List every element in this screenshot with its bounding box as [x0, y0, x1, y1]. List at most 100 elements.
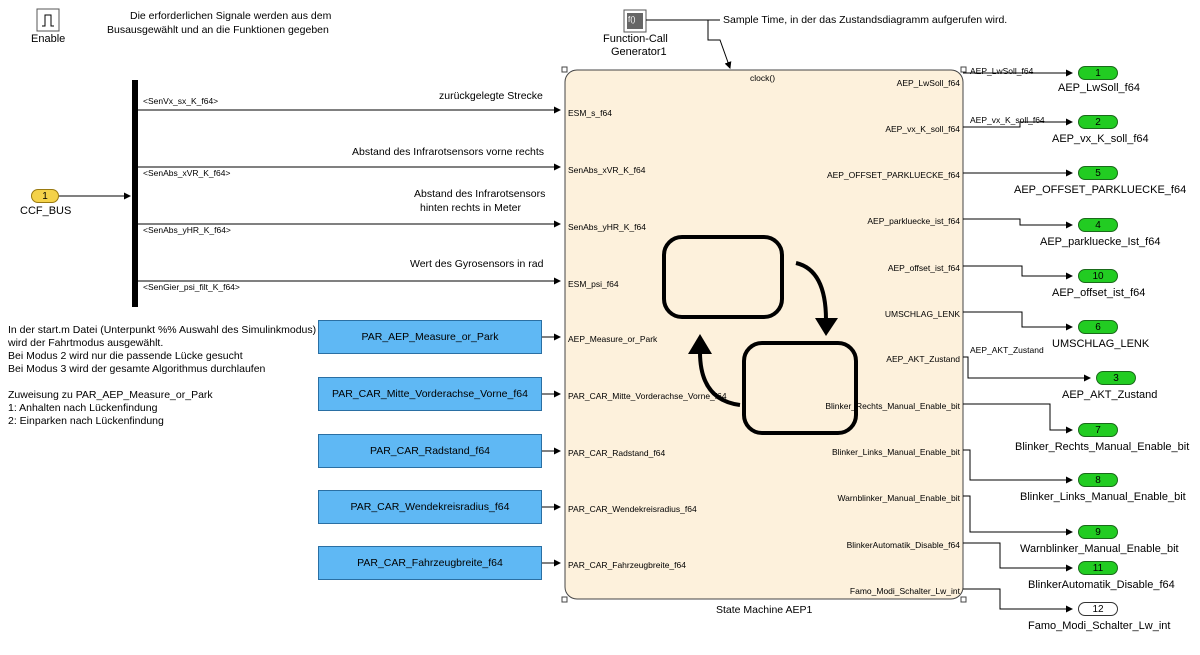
outport-number: 3: [1113, 372, 1119, 384]
outport-4[interactable]: 4: [1078, 218, 1118, 232]
wire-out-10: [963, 495, 1073, 536]
sm-in-5: AEP_Measure_or_Park: [568, 334, 658, 344]
sm-in-2: SenAbs_xVR_K_f64: [568, 165, 646, 175]
param-fahrzeugbreite[interactable]: PAR_CAR_Fahrzeugbreite_f64: [318, 546, 542, 580]
wire-out-4: [963, 218, 1073, 229]
line-label-lwsoll: AEP_LwSoll_f64: [970, 66, 1034, 76]
comment-strecke: zurückgelegte Strecke: [439, 90, 543, 102]
outport-label-2: AEP_vx_K_soll_f64: [1052, 133, 1149, 145]
sm-in-7: PAR_CAR_Radstand_f64: [568, 448, 666, 458]
inport-ccf-bus[interactable]: 1: [31, 189, 59, 203]
sm-out-2: AEP_vx_K_soll_f64: [885, 124, 960, 134]
outport-label-4: AEP_parkluecke_Ist_f64: [1040, 236, 1161, 248]
wire-out-6: [963, 311, 1073, 331]
sm-out-3: AEP_OFFSET_PARKLUECKE_f64: [826, 170, 960, 180]
bus-signal-2: <SenAbs_xVR_K_f64>: [143, 168, 231, 178]
sm-in-3: SenAbs_yHR_K_f64: [568, 222, 646, 232]
function-call-generator-block[interactable]: [623, 9, 647, 33]
param-mitte-vorderachse[interactable]: PAR_CAR_Mitte_Vorderachse_Vorne_f64: [318, 377, 542, 411]
outport-label-12: Famo_Modi_Schalter_Lw_int: [1028, 620, 1171, 632]
comment-gyro: Wert des Gyrosensors in rad: [410, 258, 544, 270]
outport-number: 11: [1092, 562, 1104, 574]
sm-in-8: PAR_CAR_Wendekreisradius_f64: [568, 504, 697, 514]
outport-10[interactable]: 10: [1078, 269, 1118, 283]
outport-label-8: Blinker_Links_Manual_Enable_bit: [1020, 491, 1186, 503]
outport-number: 2: [1095, 116, 1101, 128]
sample-time-note: Sample Time, in der das Zustandsdiagramm…: [723, 14, 1008, 26]
sm-trigger-port: clock(): [750, 73, 776, 83]
sm-out-1: AEP_LwSoll_f64: [896, 78, 960, 88]
outport-number: 1: [1095, 67, 1101, 79]
wire-out-7: [963, 356, 1091, 382]
sm-out-5: AEP_offset_ist_f64: [887, 263, 960, 273]
comment-hinten-1: Abstand des Infrarotsensors: [414, 188, 546, 200]
outport-number: 12: [1092, 603, 1104, 615]
bus-signal-4: <SenGier_psi_filt_K_f64>: [143, 282, 240, 292]
bus-signal-1: <SenVx_sx_K_f64>: [143, 96, 219, 106]
outport-8[interactable]: 8: [1078, 473, 1118, 487]
sm-in-6: PAR_CAR_Mitte_Vorderachse_Vorne_f64: [568, 391, 727, 401]
outport-number: 6: [1095, 321, 1101, 333]
wire-out-12: [963, 588, 1073, 613]
sm-out-8: Blinker_Rechts_Manual_Enable_bit: [825, 401, 960, 411]
wire-out-5: [963, 265, 1073, 280]
outport-label-7: Blinker_Rechts_Manual_Enable_bit: [1015, 441, 1190, 453]
sm-out-12: Famo_Modi_Schalter_Lw_int: [849, 586, 960, 596]
sm-in-9: PAR_CAR_Fahrzeugbreite_f64: [568, 560, 686, 570]
enable-icon[interactable]: [36, 8, 60, 32]
outport-label-6: UMSCHLAG_LENK: [1052, 338, 1150, 350]
outport-12[interactable]: 12: [1078, 602, 1118, 616]
wire-out-8: [963, 403, 1073, 434]
outport-label-9: Warnblinker_Manual_Enable_bit: [1020, 543, 1179, 555]
outport-7[interactable]: 7: [1078, 423, 1118, 437]
sm-in-1: ESM_s_f64: [568, 108, 612, 118]
line-label-akt-zustand: AEP_AKT_Zustand: [970, 345, 1044, 355]
comment-vorne-rechts: Abstand des Infrarotsensors vorne rechts: [352, 146, 545, 158]
fcg-icon-text: f(): [628, 15, 636, 24]
outport-6[interactable]: 6: [1078, 320, 1118, 334]
outport-label-3: AEP_AKT_Zustand: [1062, 389, 1158, 401]
param-measure-or-park[interactable]: PAR_AEP_Measure_or_Park: [318, 320, 542, 354]
sm-out-6: UMSCHLAG_LENK: [884, 309, 960, 319]
wire-out-2: [963, 118, 1073, 128]
wire-out-9: [963, 449, 1073, 484]
sm-out-9: Blinker_Links_Manual_Enable_bit: [831, 447, 960, 457]
clock-wire: [646, 19, 732, 69]
sm-out-11: BlinkerAutomatik_Disable_f64: [846, 540, 960, 550]
outport-2[interactable]: 2: [1078, 115, 1118, 129]
outport-label-5: AEP_OFFSET_PARKLUECKE_f64: [1014, 184, 1187, 196]
outport-1[interactable]: 1: [1078, 66, 1118, 80]
mode-note: In der start.m Datei (Unterpunkt %% Ausw…: [8, 324, 317, 427]
outport-number: 10: [1092, 270, 1104, 282]
inport-number: 1: [42, 190, 48, 202]
state-machine-block[interactable]: [564, 69, 964, 600]
line-label-vx-soll: AEP_vx_K_soll_f64: [970, 115, 1045, 125]
sm-out-7: AEP_AKT_Zustand: [886, 354, 960, 364]
enable-label: Enable: [31, 33, 66, 45]
fcg-label-line1: Function-Call: [603, 33, 668, 45]
comment-hinten-2: hinten rechts in Meter: [420, 202, 521, 214]
outport-number: 9: [1095, 526, 1101, 538]
outport-9[interactable]: 9: [1078, 525, 1118, 539]
outport-label-11: BlinkerAutomatik_Disable_f64: [1028, 579, 1175, 591]
inport-label: CCF_BUS: [20, 205, 72, 217]
outport-label-1: AEP_LwSoll_f64: [1058, 82, 1140, 94]
bus-note-line2: Busausgewählt und an die Funktionen gege…: [107, 24, 329, 36]
bus-note-line1: Die erforderlichen Signale werden aus de…: [130, 10, 332, 22]
bus-signal-3: <SenAbs_yHR_K_f64>: [143, 225, 231, 235]
outport-3[interactable]: 3: [1096, 371, 1136, 385]
stateflow-icon: [662, 235, 858, 435]
bus-selector[interactable]: [132, 80, 138, 307]
outport-5[interactable]: 5: [1078, 166, 1118, 180]
outport-11[interactable]: 11: [1078, 561, 1118, 575]
wire-out-11: [963, 542, 1073, 572]
param-wendekreisradius[interactable]: PAR_CAR_Wendekreisradius_f64: [318, 490, 542, 524]
outport-number: 7: [1095, 424, 1101, 436]
sm-in-4: ESM_psi_f64: [568, 279, 619, 289]
param-radstand[interactable]: PAR_CAR_Radstand_f64: [318, 434, 542, 468]
sm-out-10: Warnblinker_Manual_Enable_bit: [837, 493, 960, 503]
outport-label-10: AEP_offset_ist_f64: [1052, 287, 1146, 299]
outport-number: 4: [1095, 219, 1101, 231]
outport-number: 5: [1095, 167, 1101, 179]
